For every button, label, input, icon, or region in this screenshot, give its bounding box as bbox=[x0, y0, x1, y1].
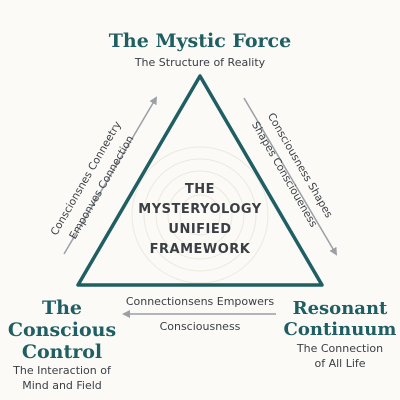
center-line-3: UNIFIED bbox=[168, 222, 231, 237]
right-arrow-label-group: Consciousness Shapes Shapes Consciouenes… bbox=[249, 111, 335, 229]
left-node-subtitle-1: The Interaction of bbox=[12, 364, 112, 377]
left-node-title-1: The bbox=[42, 297, 82, 319]
center-line-4: FRAMEWORK bbox=[150, 242, 251, 257]
center-line-2: MYSTERYOLOGY bbox=[138, 202, 262, 217]
right-node-title-1: Resonant bbox=[293, 298, 388, 319]
center-line-1: THE bbox=[185, 182, 215, 197]
top-node-title: The Mystic Force bbox=[109, 30, 291, 52]
right-arrow bbox=[243, 97, 338, 256]
left-node-title-3: Control bbox=[22, 341, 102, 363]
left-arrow bbox=[63, 96, 158, 255]
right-node-subtitle-1: The Connection bbox=[296, 342, 383, 355]
right-node-subtitle-2: of All Life bbox=[314, 357, 365, 370]
right-node-title-2: Continuum bbox=[284, 319, 397, 340]
framework-triangle bbox=[76, 74, 324, 287]
background-rings bbox=[131, 146, 269, 284]
left-node-subtitle-2: Mind and Field bbox=[22, 379, 102, 392]
left-node-title-2: Conscious bbox=[8, 319, 116, 341]
top-node-subtitle: The Structure of Reality bbox=[134, 56, 266, 69]
bottom-arrow-label-1: Connectionsens Empowers bbox=[126, 295, 275, 308]
left-arrow-label-group: Conscionsnes Conneetry Emponves Connecti… bbox=[49, 119, 137, 241]
bottom-arrow-label-2: Consciousness bbox=[160, 320, 241, 333]
